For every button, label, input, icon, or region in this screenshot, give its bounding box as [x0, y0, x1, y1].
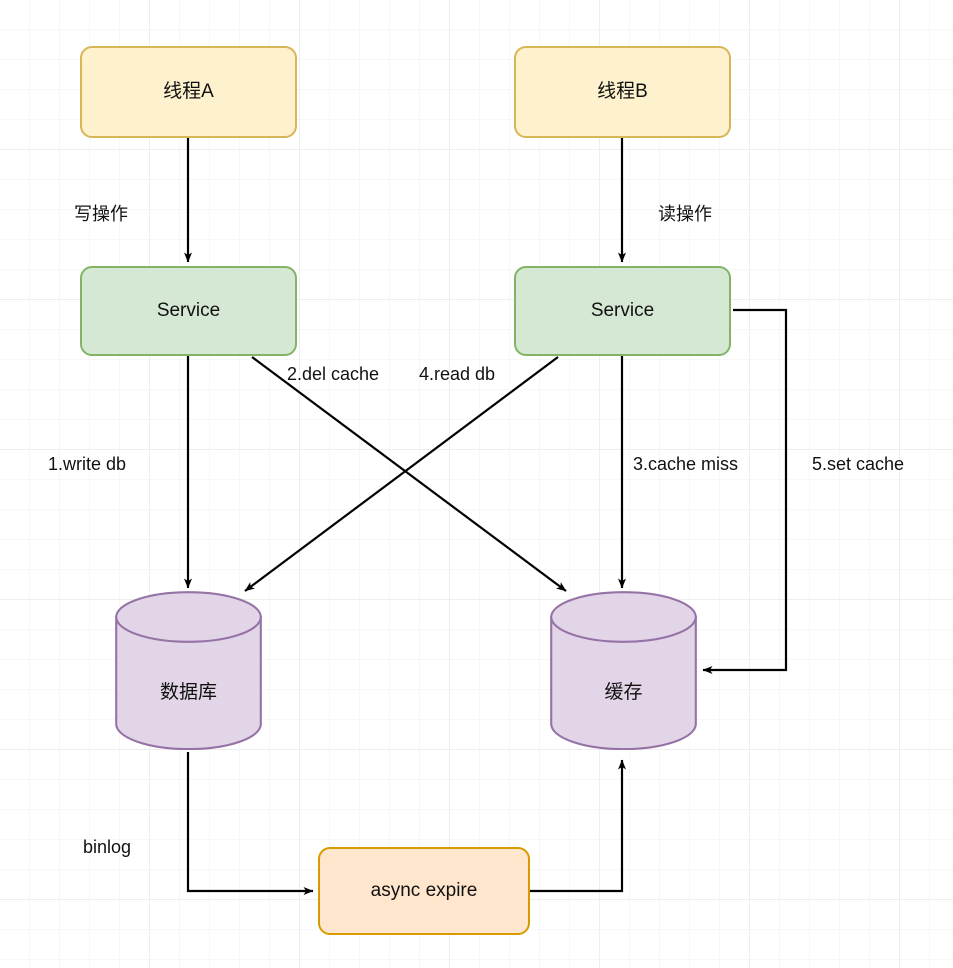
node-thread-a-label: 线程A	[163, 80, 214, 102]
edge-set-cache	[702, 308, 788, 674]
edge-label-read-db: 4.read db	[419, 364, 496, 384]
edge-label-del-cache: 2.del cache	[287, 364, 380, 384]
node-service-right[interactable]: Service	[514, 266, 731, 356]
edge-async-expire-to-cache	[530, 759, 626, 893]
node-thread-b[interactable]: 线程B	[514, 46, 731, 138]
node-service-right-label: Service	[590, 299, 655, 321]
node-cache[interactable]: 缓存	[550, 591, 697, 751]
edge-label-cache-miss: 3.cache miss	[633, 454, 739, 474]
node-service-left-label: Service	[156, 299, 221, 321]
node-thread-b-label: 线程B	[597, 80, 648, 102]
edge-label-write-db: 1.write db	[48, 454, 127, 474]
node-async-expire[interactable]: async expire	[318, 847, 530, 935]
edge-label-read-op: 读操作	[658, 204, 712, 224]
node-thread-a[interactable]: 线程A	[80, 46, 297, 138]
edge-service-right-to-database	[244, 356, 559, 592]
edge-service-left-to-cache	[251, 356, 567, 592]
edge-label-write-op: 写操作	[74, 204, 128, 224]
edge-label-set-cache: 5.set cache	[812, 454, 905, 474]
node-service-left[interactable]: Service	[80, 266, 297, 356]
node-database[interactable]: 数据库	[115, 591, 262, 751]
node-async-expire-label: async expire	[370, 879, 478, 901]
edge-binlog-to-async-expire	[186, 752, 314, 895]
edge-label-binlog: binlog	[83, 837, 132, 857]
